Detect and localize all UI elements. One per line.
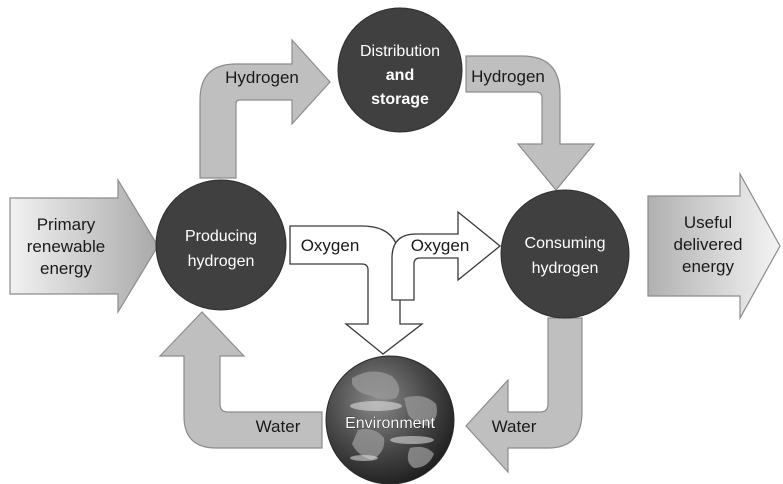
- input-label-line2: renewable: [27, 237, 105, 256]
- hydrogen-down-label: Hydrogen: [471, 67, 545, 86]
- water-to-environment-arrow: Water: [465, 317, 583, 474]
- output-arrow: Useful delivered energy: [647, 171, 781, 321]
- earth-continents-icon: [352, 371, 437, 468]
- water-to-producing-arrow: Water: [158, 311, 323, 449]
- hydrogen-to-consuming-arrow: Hydrogen: [465, 55, 596, 191]
- input-arrow: Primary renewable energy: [9, 177, 159, 315]
- producing-label-line2: hydrogen: [188, 253, 255, 270]
- input-label-line3: energy: [40, 259, 92, 278]
- oxygen-right-label: Oxygen: [411, 236, 470, 255]
- water-right-label: Water: [492, 417, 537, 436]
- output-label-line1: Useful: [684, 213, 732, 232]
- water-left-label: Water: [256, 417, 301, 436]
- environment-node: Environment: [325, 355, 455, 484]
- consuming-label-line1: Consuming: [525, 235, 606, 252]
- hydrogen-up-label: Hydrogen: [225, 68, 299, 87]
- producing-label-line1: Producing: [185, 228, 257, 245]
- oxygen-to-environment-arrow: Oxygen: [289, 225, 424, 355]
- distribution-storage-node: Distribution and storage: [337, 7, 463, 133]
- environment-label: Environment: [345, 415, 435, 432]
- input-label-line1: Primary: [37, 215, 96, 234]
- consuming-hydrogen-node: Consuming hydrogen: [500, 189, 630, 319]
- producing-hydrogen-node: Producing hydrogen: [155, 179, 287, 311]
- output-label-line3: energy: [682, 257, 734, 276]
- oxygen-left-label: Oxygen: [301, 236, 360, 255]
- distribution-label-line1: Distribution: [360, 43, 440, 60]
- earth-clouds-icon: [350, 401, 434, 461]
- hydrogen-to-distribution-arrow: Hydrogen: [199, 38, 331, 179]
- oxygen-to-consuming-arrow: Oxygen: [391, 210, 502, 301]
- distribution-label-line2: and: [386, 67, 414, 84]
- consuming-label-line2: hydrogen: [532, 260, 599, 277]
- distribution-label-line3: storage: [371, 91, 429, 108]
- output-label-line2: delivered: [674, 235, 743, 254]
